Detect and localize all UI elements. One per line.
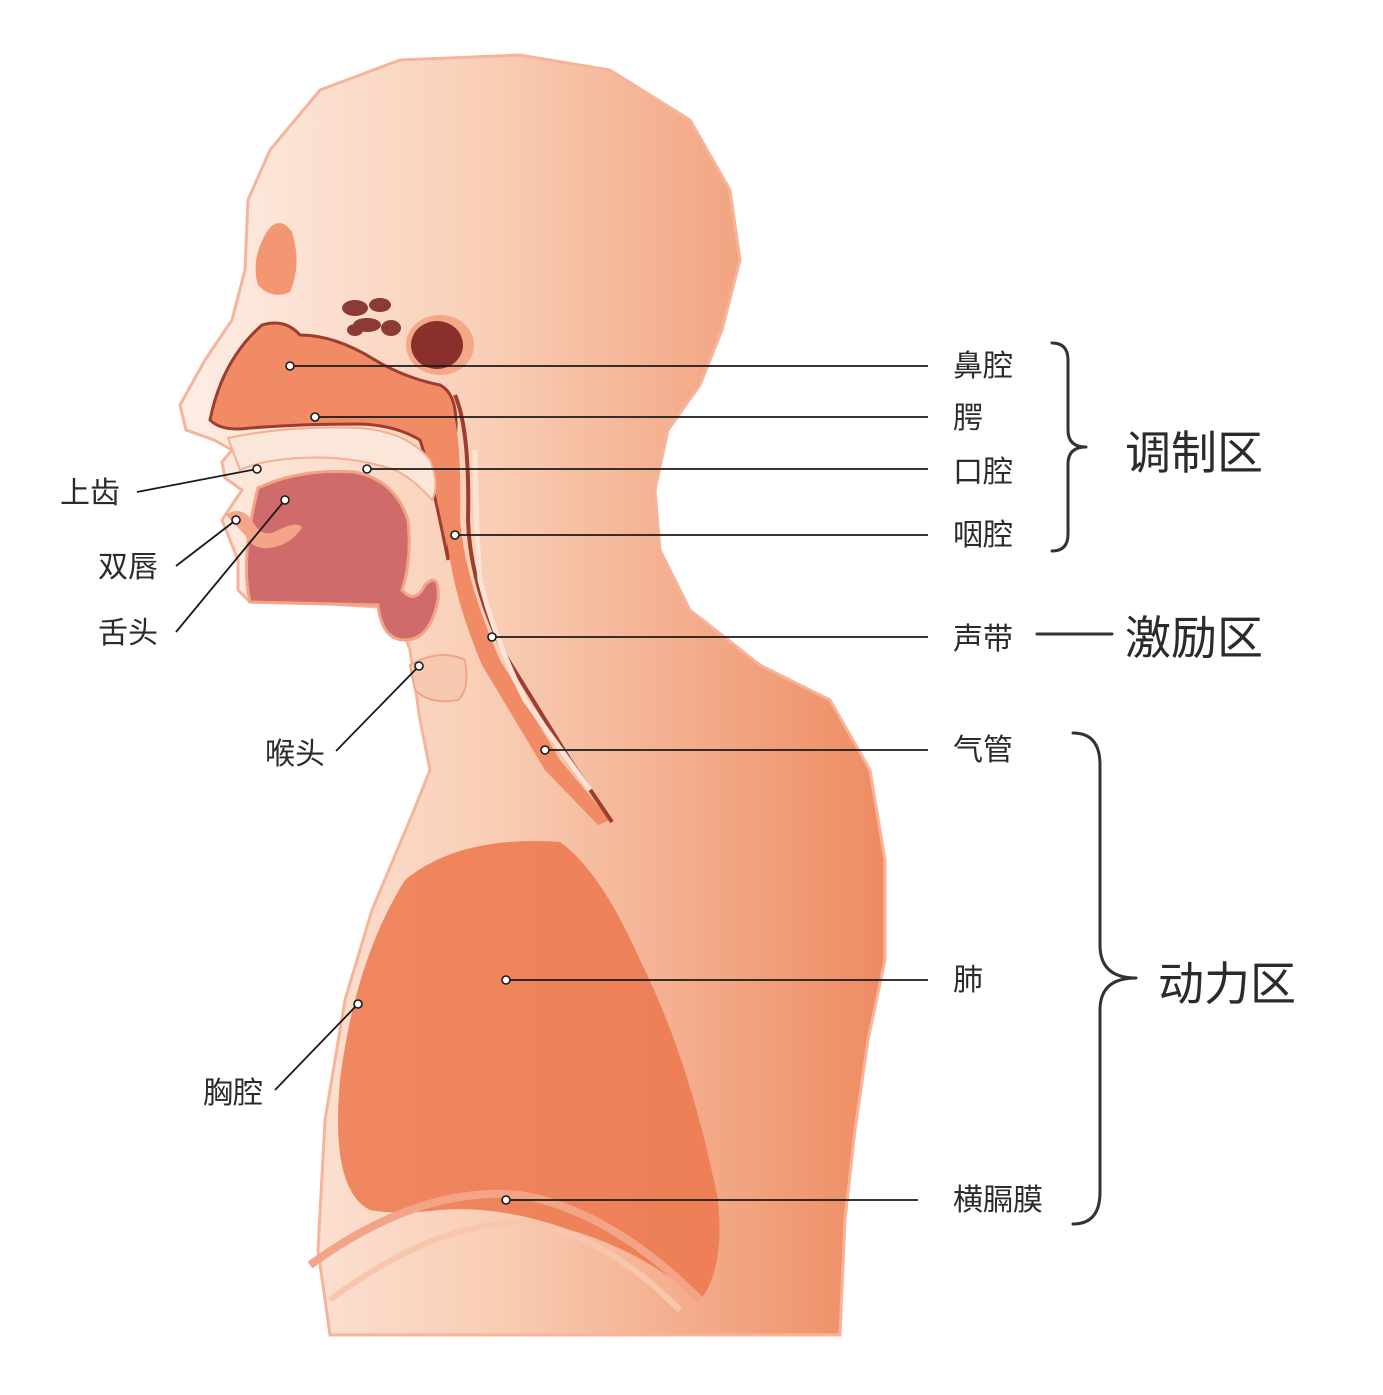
lung-region (338, 841, 720, 1300)
zone-excitation: 激励区 (1125, 611, 1263, 665)
sphenoid-sinus-inner (411, 321, 463, 369)
palate-region (226, 426, 437, 502)
sinus-cluster (342, 298, 401, 336)
zone-modulation: 调制区 (1125, 426, 1263, 480)
label-trachea: 气管 (953, 733, 1013, 768)
label-palate: 腭 (953, 401, 983, 436)
label-nasal-cavity: 鼻腔 (953, 349, 1013, 384)
label-vocal-cords: 声带 (953, 622, 1013, 657)
larynx-cartilage (408, 654, 468, 703)
airway-band (445, 400, 610, 825)
label-upper-teeth: 上齿 (60, 476, 120, 511)
airway-light-edge (472, 449, 593, 792)
label-lung: 肺 (953, 963, 983, 998)
label-larynx: 喉头 (265, 737, 325, 772)
label-diaphragm: 横膈膜 (953, 1183, 1043, 1218)
label-pharynx: 咽腔 (953, 518, 1013, 553)
nose-highlight (255, 222, 297, 295)
diaphragm-lower-arc (328, 1218, 683, 1313)
diaphragm-arc (307, 1189, 703, 1303)
left-leaders (136, 464, 424, 1091)
label-tongue: 舌头 (98, 616, 158, 651)
zone-power: 动力区 (1158, 957, 1296, 1011)
label-oral-cavity: 口腔 (953, 455, 1013, 490)
lips-region (226, 511, 302, 549)
power-brace (1071, 731, 1138, 1226)
label-thoracic-cavity: 胸腔 (203, 1076, 263, 1111)
label-lips: 双唇 (98, 550, 158, 585)
right-leaders (285, 361, 928, 1205)
tongue-region (244, 469, 440, 642)
nasal-cavity-region (208, 321, 458, 561)
modulation-brace (1050, 341, 1088, 553)
